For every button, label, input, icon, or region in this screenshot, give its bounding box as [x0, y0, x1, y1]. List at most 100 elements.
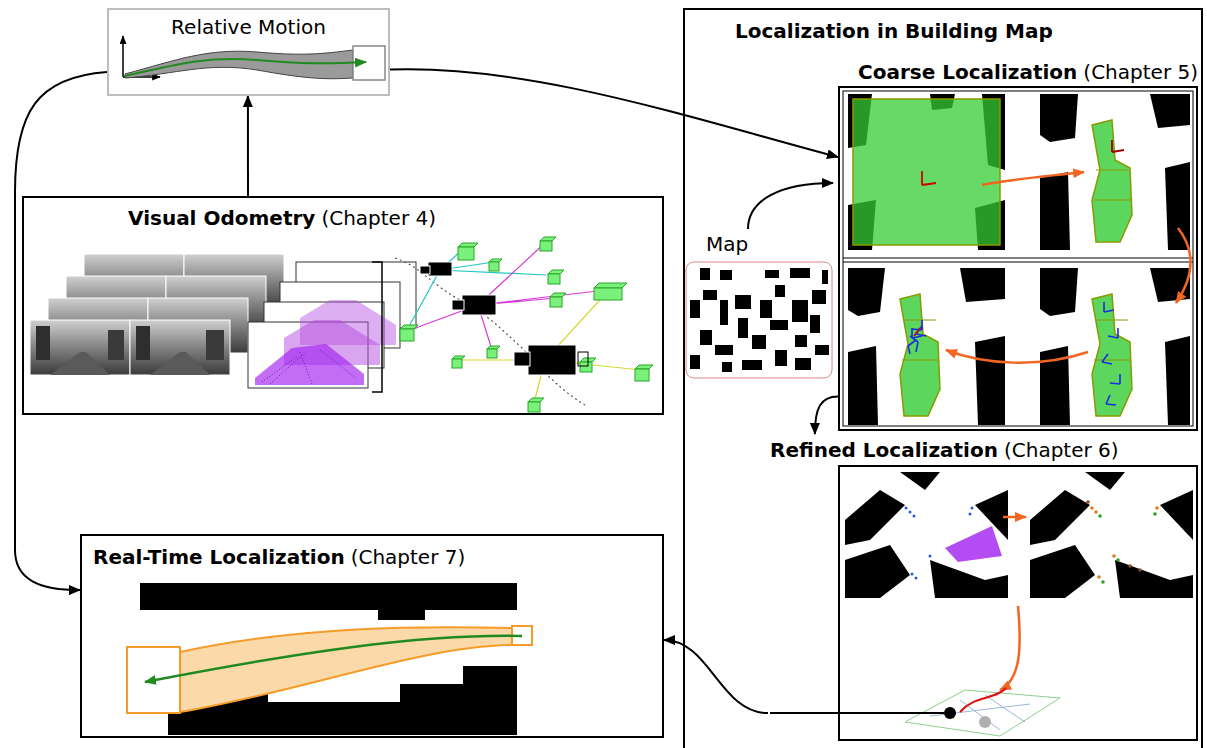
point-clouds — [255, 344, 364, 385]
building-map-figure — [690, 268, 829, 372]
refined-localization-sketch — [1160, 490, 1193, 540]
refined-localization-sketch — [1090, 506, 1159, 579]
landmark-cubes — [540, 241, 552, 251]
coarse-localization-sketch — [1165, 336, 1190, 425]
coarse-localization-sketch — [1040, 268, 1078, 316]
visual-odometry-sketch — [395, 258, 585, 405]
building-map-figure — [715, 345, 733, 355]
box-title: Relative Motion — [171, 15, 326, 39]
landmark-cubes — [550, 293, 566, 297]
chapter-reference: (Chapter 7) — [351, 545, 466, 569]
landmark-cubes — [400, 237, 653, 412]
flow-arrow — [664, 640, 768, 713]
landmark-cubes — [528, 402, 540, 412]
building-map-figure — [795, 335, 807, 347]
camera-images — [30, 320, 130, 375]
landmark-cubes — [548, 270, 564, 274]
refined-localization-sketch — [1153, 512, 1157, 516]
camera-poses — [462, 295, 496, 315]
box-heading: Real-Time Localization(Chapter 7) — [93, 545, 652, 569]
refined-localization-sketch — [1094, 510, 1098, 514]
refined-localization-sketch — [839, 466, 1197, 740]
chapter-reference: (Chapter 4) — [321, 206, 436, 230]
point-clouds — [262, 350, 356, 384]
camera-poses — [578, 352, 588, 366]
point-clouds — [248, 262, 416, 388]
building-map-figure — [748, 183, 833, 229]
coarse-localization-sketch — [1102, 354, 1112, 364]
camera-poses — [428, 262, 452, 276]
coarse-localization-sketch — [1108, 328, 1118, 338]
refined-localization-sketch — [1086, 500, 1090, 504]
camera-poses — [420, 262, 588, 375]
building-map-figure — [703, 290, 717, 300]
refined-localization-sketch — [1112, 554, 1116, 558]
refined-localization-sketch — [909, 511, 912, 514]
coarse-localization-sketch — [900, 294, 940, 416]
coarse-localization-sketch — [946, 350, 1088, 363]
coarse-localization-sketch — [1106, 395, 1116, 405]
coarse-localization-sketch — [960, 268, 1005, 302]
process-box: Real-Time Localization(Chapter 7) — [80, 534, 664, 738]
building-map-figure — [815, 345, 829, 355]
building-map-figure — [720, 300, 728, 325]
group-box: Localization in Building MapCoarse Local… — [683, 8, 1203, 748]
coarse-localization-sketch — [853, 99, 1000, 245]
coarse-localization-sketch — [843, 91, 1193, 426]
building-map-figure — [775, 350, 787, 366]
coarse-localization-sketch — [1165, 162, 1190, 250]
chapter-reference: (Chapter 6) — [1004, 438, 1119, 462]
camera-poses — [514, 352, 530, 366]
coarse-localization-sketch — [1104, 302, 1114, 312]
box-title: Visual Odometry — [128, 206, 315, 230]
coarse-localization-sketch — [908, 302, 1120, 405]
refined-localization-sketch — [900, 472, 940, 490]
relative-motion-sketch — [125, 50, 353, 79]
camera-images — [150, 352, 210, 375]
landmark-cubes — [528, 398, 544, 402]
landmark-cubes — [458, 247, 474, 260]
refined-localization-sketch — [915, 577, 918, 580]
building-map-figure — [795, 358, 811, 370]
camera-poses — [452, 300, 464, 310]
coarse-localization-sketch — [843, 262, 1193, 263]
coarse-localization-sketch — [902, 170, 1131, 360]
building-map-figure — [760, 300, 772, 318]
relative-motion-sketch — [125, 59, 366, 76]
camera-images — [206, 330, 224, 360]
landmark-cubes — [489, 262, 499, 271]
landmark-cubes — [548, 274, 560, 284]
box-title: Refined Localization — [770, 438, 998, 462]
building-map-figure — [752, 335, 766, 349]
building-map-figure — [686, 183, 833, 378]
box-heading: Coarse Localization(Chapter 5) — [858, 60, 1198, 84]
building-map-figure — [690, 355, 700, 369]
refined-localization-sketch — [1030, 490, 1090, 545]
refined-localization-sketch — [1085, 472, 1125, 490]
refined-localization-sketch — [905, 507, 908, 510]
camera-images — [136, 326, 150, 360]
coarse-localization-sketch — [1092, 294, 1132, 416]
observation-lines — [460, 291, 641, 403]
landmark-cubes — [594, 283, 627, 288]
coarse-localization-sketch — [1110, 374, 1120, 384]
landmark-cubes — [452, 359, 462, 368]
coarse-localization-sketch — [914, 328, 920, 336]
box-heading: Refined Localization(Chapter 6) — [770, 438, 1198, 462]
process-panel: Refined Localization(Chapter 6) — [768, 434, 1198, 740]
camera-images — [108, 330, 124, 360]
camera-images — [50, 352, 110, 375]
coarse-localization-sketch — [848, 268, 885, 316]
building-map-figure — [735, 295, 751, 309]
coarse-localization-sketch — [1112, 140, 1124, 152]
real-time-localization-sketch — [127, 583, 532, 735]
building-map-figure — [720, 270, 732, 280]
coarse-localization-sketch — [843, 91, 1193, 426]
landmark-cubes — [594, 288, 622, 300]
visual-odometry-sketch — [372, 262, 382, 392]
relative-motion-sketch — [123, 36, 385, 80]
refined-localization-sketch — [911, 573, 914, 576]
building-map-figure — [770, 320, 788, 330]
refined-localization-sketch — [1098, 514, 1102, 518]
